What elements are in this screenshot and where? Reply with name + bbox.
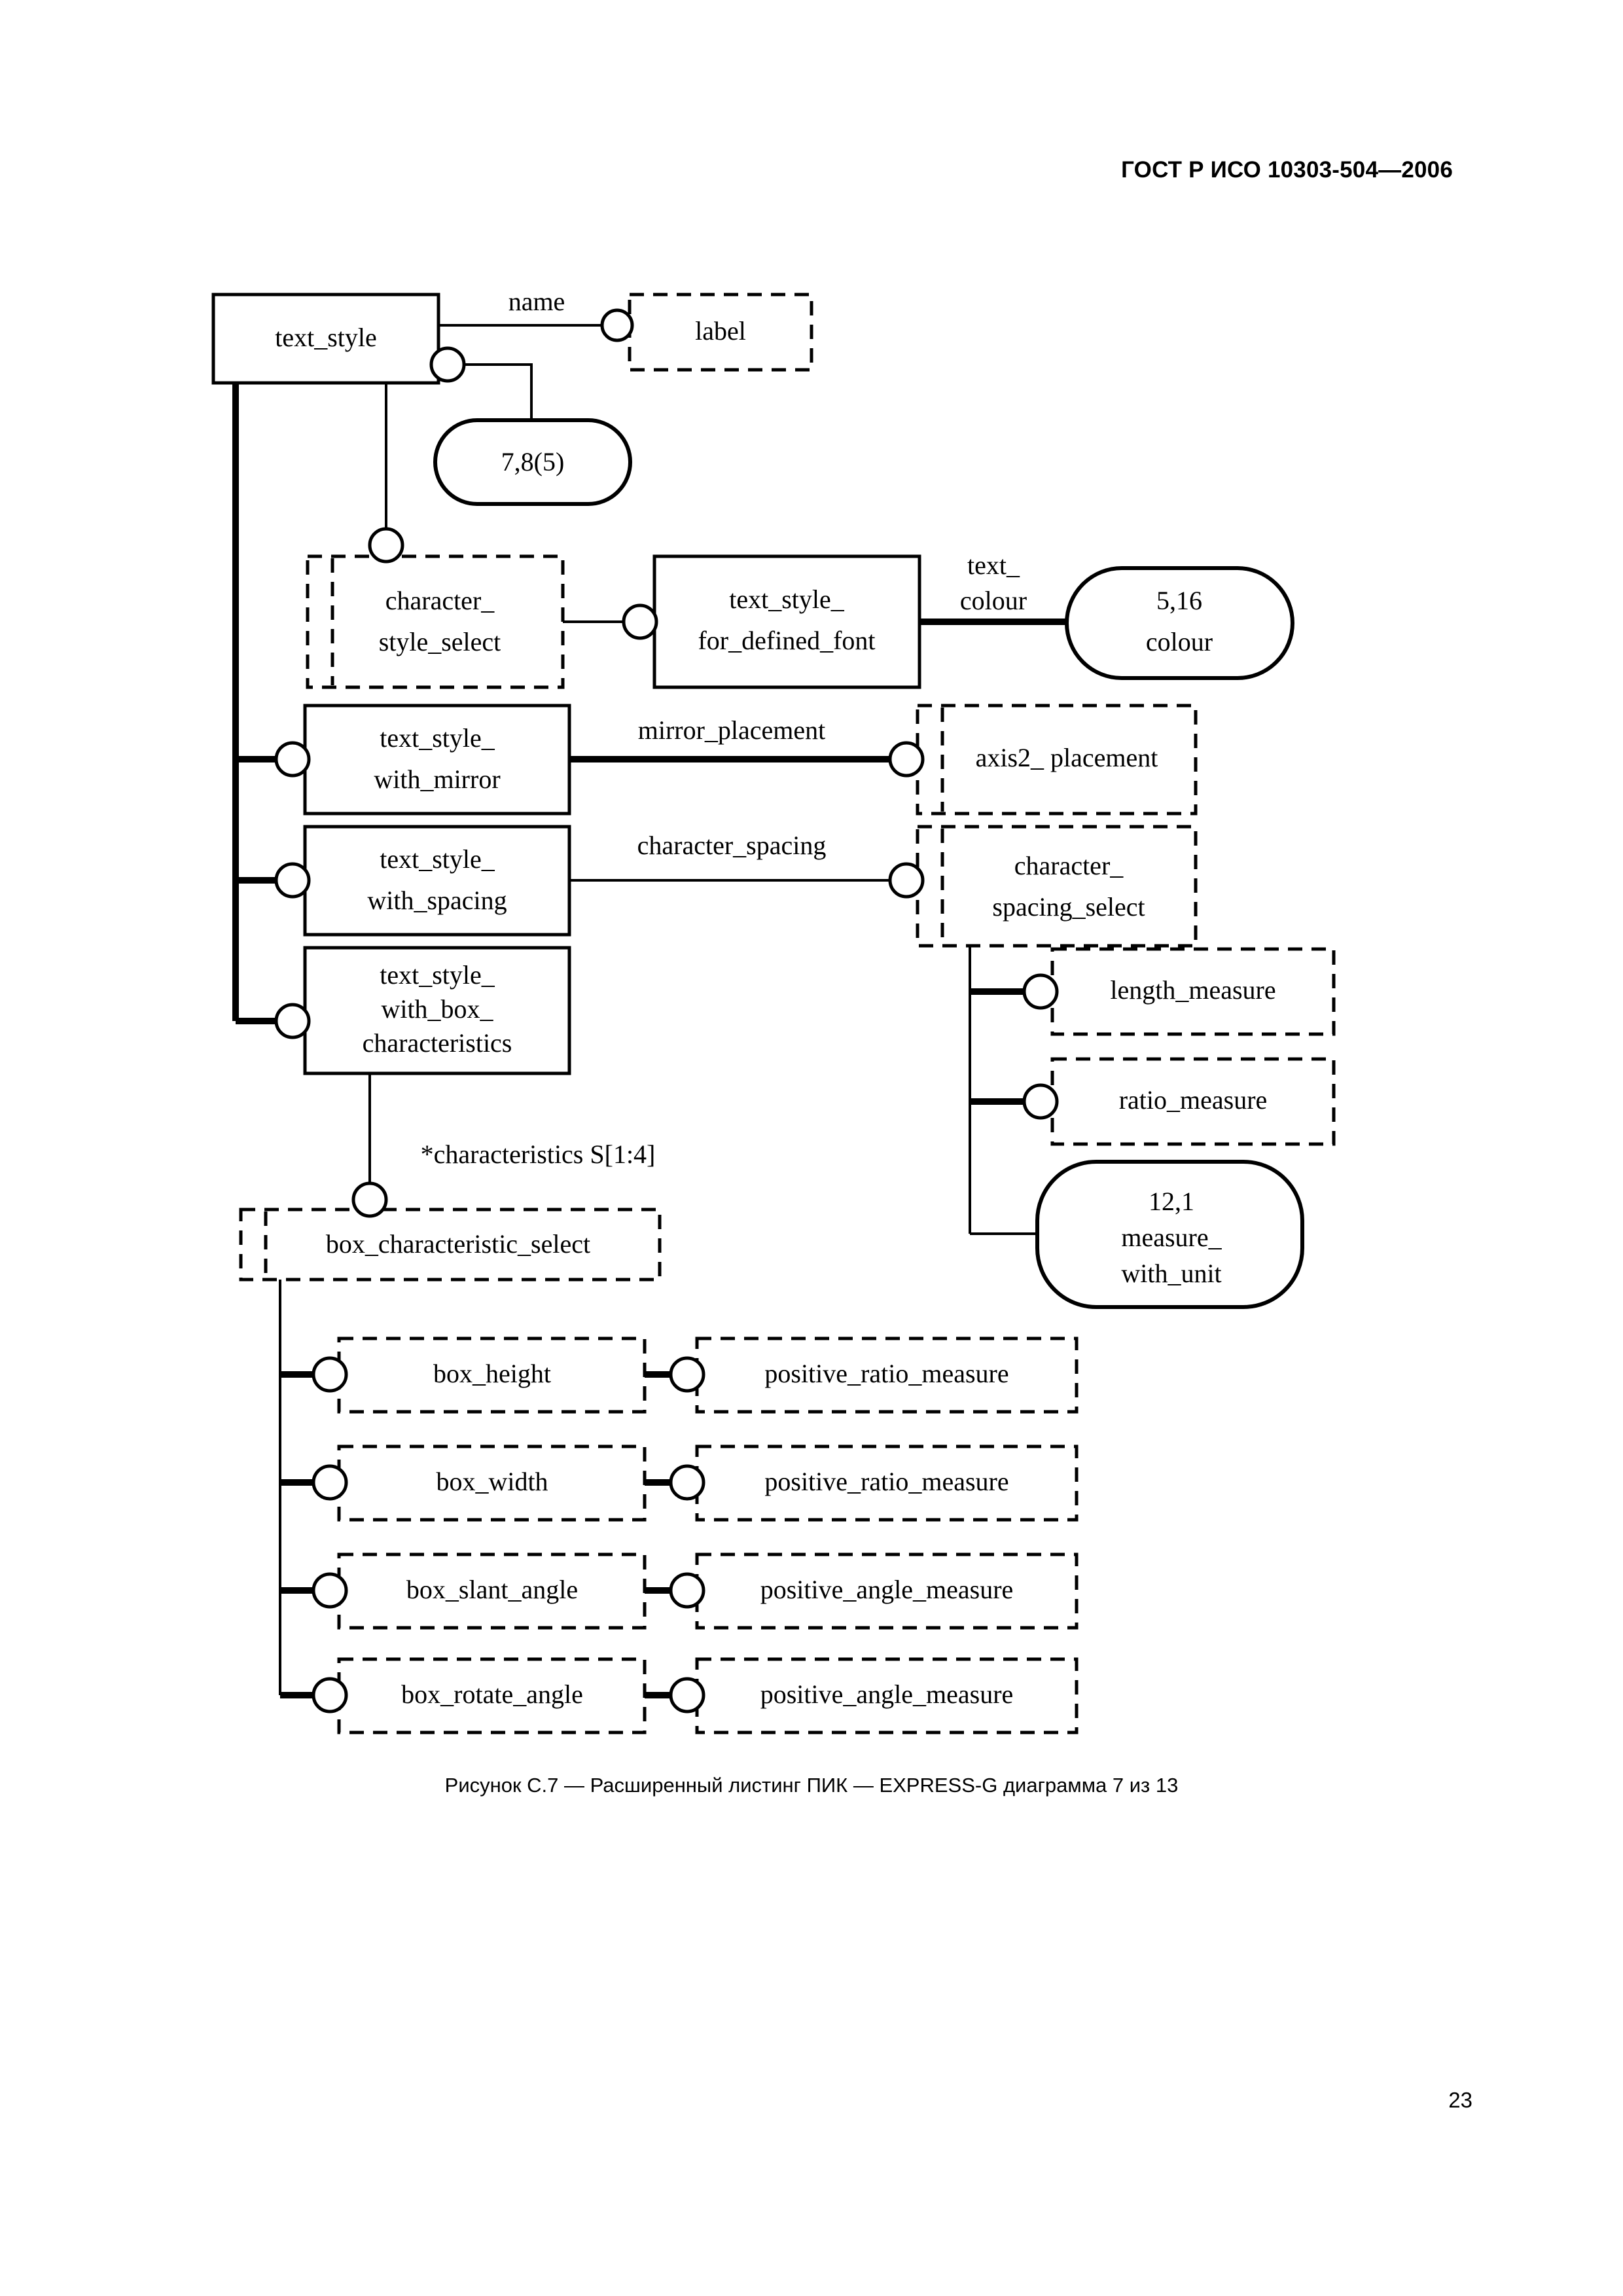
node-text-style-label: text_style (275, 323, 377, 352)
node-box-slant-angle-label: box_slant_angle (406, 1575, 578, 1604)
attribute-circle-boxcharselect (351, 1181, 388, 1218)
relationship-label-name: name (508, 287, 565, 316)
node-axis2-placement[interactable]: axis2_ placement (916, 704, 1198, 816)
page-number: 23 (1448, 2088, 1472, 2112)
node-text-style[interactable]: text_style (211, 293, 440, 385)
node-page-ref-78[interactable]: 7,8(5) (433, 418, 632, 506)
document-header-standard-number: ГОСТ Р ИСО 10303-504—2006 (1121, 157, 1453, 183)
subtype-circle-spacing (274, 862, 311, 899)
attribute-circle-positiveratio2 (669, 1464, 705, 1501)
attribute-circle-lengthmeasure (1022, 973, 1059, 1010)
attribute-circle-fordefinedfont (622, 603, 658, 640)
node-page-ref-121-line2: measure_ (1121, 1223, 1222, 1252)
relationship-label-character-spacing: character_spacing (637, 831, 827, 860)
node-box-rotate-angle[interactable]: box_rotate_angle (337, 1657, 647, 1734)
node-character-spacing-select-line1: character_ (1014, 851, 1124, 880)
attribute-circle-charspacingselect (888, 862, 925, 899)
attribute-circle-boxwidth (312, 1464, 348, 1501)
node-box-width[interactable]: box_width (337, 1444, 647, 1522)
node-character-style-select-line2: style_select (379, 627, 501, 656)
node-positive-angle-measure-1-label: positive_angle_measure (760, 1575, 1014, 1604)
node-box-characteristic-select[interactable]: box_characteristic_select (239, 1208, 662, 1282)
node-box-rotate-angle-label: box_rotate_angle (401, 1679, 583, 1709)
node-box-height[interactable]: box_height (337, 1336, 647, 1414)
node-label[interactable]: label (628, 293, 813, 372)
node-page-ref-78-label: 7,8(5) (501, 447, 565, 476)
node-label-text: label (695, 316, 746, 346)
node-axis2-placement-label: axis2_ placement (976, 743, 1158, 772)
node-positive-ratio-measure-2[interactable]: positive_ratio_measure (695, 1444, 1079, 1522)
node-ratio-measure-label: ratio_measure (1119, 1085, 1268, 1115)
node-box-slant-angle[interactable]: box_slant_angle (337, 1552, 647, 1630)
node-positive-ratio-measure-2-label: positive_ratio_measure (764, 1467, 1008, 1496)
node-box-width-label: box_width (436, 1467, 548, 1496)
node-length-measure[interactable]: length_measure (1050, 947, 1336, 1036)
figure-caption: Рисунок С.7 — Расширенный листинг ПИК — … (444, 1774, 1179, 1797)
node-positive-ratio-measure-1-label: positive_ratio_measure (764, 1359, 1008, 1388)
node-ratio-measure[interactable]: ratio_measure (1050, 1057, 1336, 1146)
relationship-label-mirror-placement: mirror_placement (638, 715, 826, 745)
attribute-circle-axis2placement (888, 741, 925, 778)
node-page-ref-121-line3: with_unit (1121, 1259, 1221, 1288)
node-positive-angle-measure-2-label: positive_angle_measure (760, 1679, 1014, 1709)
node-text-style-with-spacing[interactable]: text_style_ with_spacing (303, 825, 571, 937)
node-text-style-for-defined-font-line1: text_style_ (729, 584, 845, 614)
node-text-style-with-box-line1: text_style_ (380, 960, 495, 990)
node-text-style-with-spacing-line1: text_style_ (380, 844, 495, 874)
node-text-style-with-box-line2: with_box_ (381, 994, 493, 1024)
attribute-circle-ratiomeasure (1022, 1083, 1059, 1120)
relationship-label-text-colour-line2: colour (960, 586, 1027, 615)
attribute-circle-positiveratio1 (669, 1356, 705, 1393)
node-positive-angle-measure-2[interactable]: positive_angle_measure (695, 1657, 1079, 1734)
attribute-circle-positiveangle2 (669, 1677, 705, 1713)
node-character-spacing-select-line2: spacing_select (992, 892, 1145, 922)
node-positive-angle-measure-1[interactable]: positive_angle_measure (695, 1552, 1079, 1630)
node-page-ref-516[interactable]: 5,16 colour (1065, 566, 1294, 680)
relationship-label-text-colour-line1: text_ (967, 550, 1020, 580)
node-text-style-with-mirror-line2: with_mirror (374, 764, 500, 794)
node-text-style-with-box-characteristics[interactable]: text_style_ with_box_ characteristics (303, 946, 571, 1075)
node-page-ref-121[interactable]: 12,1 measure_ with_unit (1035, 1160, 1304, 1309)
attribute-circle-pageref78 (429, 346, 466, 383)
node-text-style-for-defined-font[interactable]: text_style_ for_defined_font (652, 554, 921, 689)
node-page-ref-516-line1: 5,16 (1156, 586, 1202, 615)
subtype-circle-box (274, 1003, 311, 1039)
connector-textstyle-to-pageref78 (458, 363, 533, 420)
node-box-height-label: box_height (433, 1359, 551, 1388)
subtype-circle-mirror (274, 741, 311, 778)
attribute-circle-boxslant (312, 1572, 348, 1609)
node-text-style-with-mirror-line1: text_style_ (380, 723, 495, 753)
node-text-style-with-spacing-line2: with_spacing (367, 886, 507, 915)
node-length-measure-label: length_measure (1110, 975, 1275, 1005)
attribute-circle-positiveangle1 (669, 1572, 705, 1609)
node-positive-ratio-measure-1[interactable]: positive_ratio_measure (695, 1336, 1079, 1414)
node-text-style-with-box-line3: characteristics (363, 1028, 512, 1058)
relationship-label-characteristics: *characteristics S[1:4] (421, 1139, 656, 1169)
attribute-circle-charstyleselect (368, 527, 404, 564)
node-text-style-for-defined-font-line2: for_defined_font (698, 626, 875, 655)
attribute-circle-boxheight (312, 1356, 348, 1393)
node-page-ref-516-line2: colour (1146, 627, 1213, 656)
node-text-style-with-mirror[interactable]: text_style_ with_mirror (303, 704, 571, 816)
node-character-style-select-line1: character_ (385, 586, 495, 615)
attribute-circle-boxrotate (312, 1677, 348, 1713)
node-character-style-select[interactable]: character_ style_select (306, 554, 565, 689)
attribute-circle-name (600, 308, 634, 342)
node-page-ref-121-line1: 12,1 (1149, 1187, 1194, 1216)
node-box-characteristic-select-label: box_characteristic_select (326, 1229, 590, 1259)
node-character-spacing-select[interactable]: character_ spacing_select (916, 825, 1198, 948)
